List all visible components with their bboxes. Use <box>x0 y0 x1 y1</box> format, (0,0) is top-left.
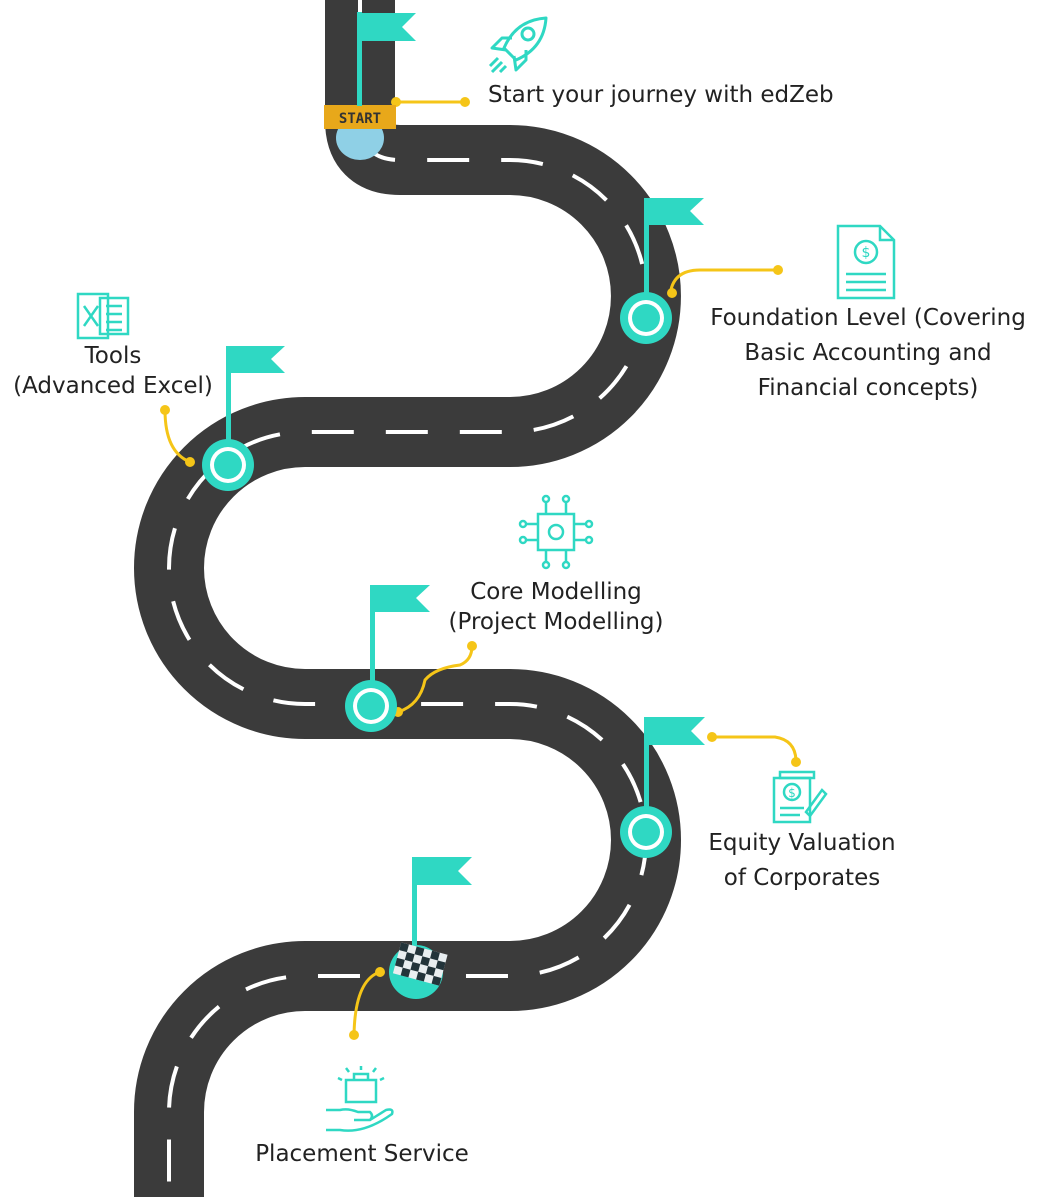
chip-gear-icon <box>518 494 594 570</box>
finish-marker <box>389 857 472 999</box>
road <box>134 0 681 1197</box>
connector-foundation <box>668 268 778 297</box>
svg-text:$: $ <box>862 245 871 261</box>
checkered-flag-icon <box>392 942 448 986</box>
milestone-marker-tools <box>202 346 285 491</box>
valuation-document-icon: $ <box>772 770 828 824</box>
milestone-label-start: Start your journey with edZeb <box>488 82 834 108</box>
connectors <box>163 100 798 1036</box>
milestone-marker-equity <box>620 717 705 858</box>
svg-text:$: $ <box>788 786 796 800</box>
connector-core <box>397 645 474 714</box>
excel-icon <box>76 292 130 340</box>
rocket-icon <box>488 16 548 74</box>
milestone-label-placement: Placement Service <box>255 1141 469 1167</box>
start-badge: START <box>339 111 381 127</box>
milestone-marker-foundation <box>620 198 704 344</box>
briefcase-hand-icon <box>326 1066 394 1132</box>
milestone-label-tools: Tools(Advanced Excel) <box>13 343 213 399</box>
financial-document-icon: $ <box>836 224 896 300</box>
milestone-marker-core <box>345 585 430 732</box>
start-marker: START <box>324 12 416 160</box>
milestone-label-core: Core Modelling(Project Modelling) <box>448 579 664 635</box>
connector-equity <box>712 735 798 761</box>
road-center-line <box>167 0 648 1197</box>
